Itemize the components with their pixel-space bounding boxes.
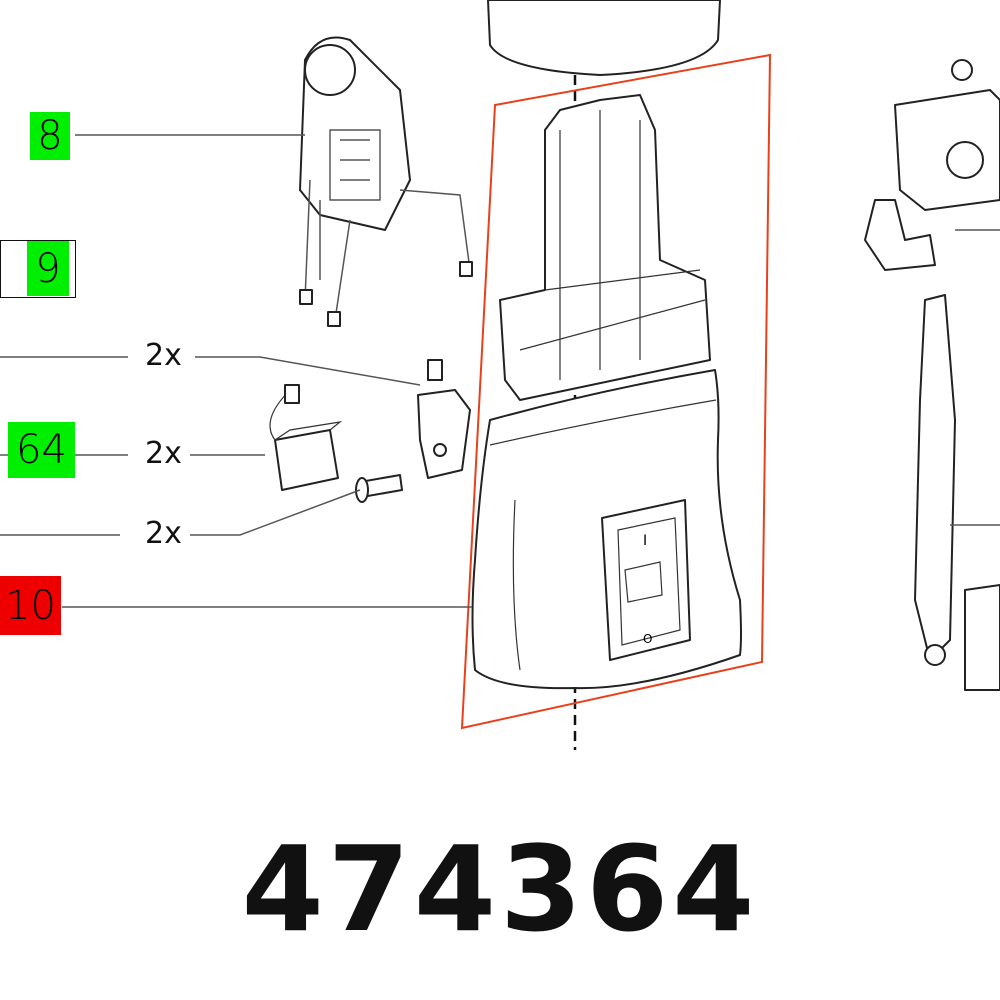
switch-housing-part-10: I O (471, 94, 742, 690)
quantity-label: 2x (145, 338, 182, 373)
leader-lines (0, 134, 1000, 608)
callout-9-frame (0, 240, 76, 298)
switch-off-mark: O (643, 632, 652, 646)
callout-9[interactable]: 9 (27, 241, 69, 296)
brush-holder (417, 359, 471, 479)
motor-housing-top (487, 0, 721, 76)
carbon-brush-part-64 (269, 384, 343, 491)
assembly-frame (460, 53, 772, 730)
screw (355, 474, 403, 503)
callout-number: 10 (5, 582, 56, 629)
callout-number: 9 (35, 245, 61, 292)
callout-number: 64 (16, 427, 67, 473)
callout-8[interactable]: 8 (30, 112, 70, 160)
quantity-label: 2x (145, 516, 182, 551)
electronics-part-8 (299, 36, 473, 327)
callout-10[interactable]: 10 (0, 576, 61, 635)
callout-64[interactable]: 64 (8, 422, 75, 478)
switch-on-mark: I (643, 533, 647, 549)
callout-number: 8 (37, 113, 63, 159)
quantity-label: 2x (145, 436, 182, 471)
part-number: 474364 (241, 820, 759, 958)
right-side-parts (864, 59, 1000, 691)
